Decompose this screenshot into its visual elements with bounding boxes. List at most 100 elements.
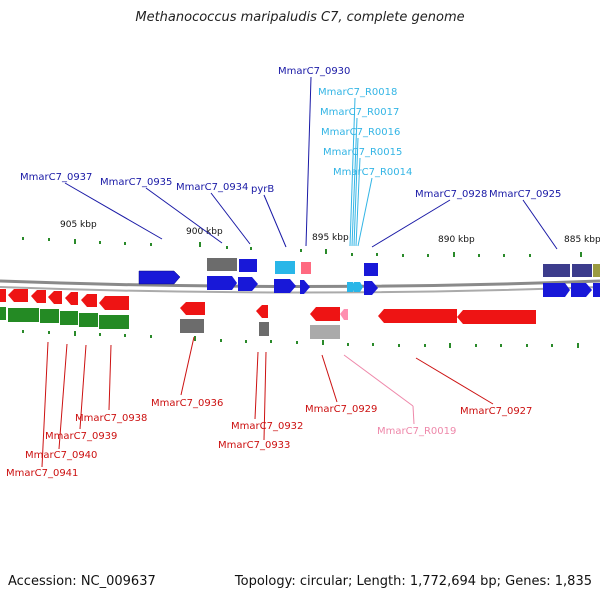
gene-label-mmarc7-0938[interactable]: MmarC7_0938 bbox=[75, 413, 147, 424]
tick bbox=[99, 241, 101, 244]
tick bbox=[250, 247, 252, 250]
tick bbox=[220, 339, 222, 342]
reverse-gene bbox=[180, 302, 205, 315]
reverse-label-group: MmarC7_0936 MmarC7_0938 MmarC7_0939 Mmar… bbox=[6, 398, 532, 479]
tick bbox=[478, 254, 480, 257]
green-gene bbox=[79, 313, 98, 327]
tick bbox=[372, 343, 374, 346]
gene-label-mmarc7-0933[interactable]: MmarC7_0933 bbox=[218, 440, 290, 451]
topology-text: Topology: circular; Length: 1,772,694 bp… bbox=[234, 574, 592, 589]
gene-label-mmarc7-0941[interactable]: MmarC7_0941 bbox=[6, 468, 78, 479]
tick bbox=[22, 330, 24, 333]
ticks-bottom bbox=[22, 330, 579, 348]
gene-label-mmarc7-0927[interactable]: MmarC7_0927 bbox=[460, 406, 532, 417]
leader-line bbox=[349, 97, 356, 247]
leader-line bbox=[145, 187, 223, 244]
gene-label-mmarc7-0934[interactable]: MmarC7_0934 bbox=[176, 182, 248, 193]
leader-line bbox=[412, 405, 415, 425]
reverse-gene bbox=[256, 305, 268, 318]
leader-line bbox=[254, 351, 259, 420]
leader-line bbox=[79, 344, 87, 430]
tick bbox=[99, 333, 101, 336]
gene-label-mmarc7-0937[interactable]: MmarC7_0937 bbox=[20, 172, 92, 183]
gray-gene bbox=[180, 319, 204, 333]
tick bbox=[427, 254, 429, 257]
lightgray-gene bbox=[310, 325, 340, 339]
forward-gene bbox=[300, 280, 310, 294]
tick bbox=[529, 254, 531, 257]
tick bbox=[322, 340, 324, 345]
tick bbox=[551, 344, 553, 347]
rna-gene bbox=[354, 282, 363, 292]
leader-line bbox=[58, 343, 68, 450]
reverse-gene bbox=[8, 289, 28, 302]
gene-label-pyrb[interactable]: pyrB bbox=[251, 184, 274, 195]
gene-label-mmarc7-r0015[interactable]: MmarC7_R0015 bbox=[323, 147, 402, 158]
gene-label-mmarc7-0928[interactable]: MmarC7_0928 bbox=[415, 189, 487, 200]
reverse-gene bbox=[457, 310, 536, 324]
tick bbox=[74, 331, 76, 336]
gene-label-mmarc7-r0017[interactable]: MmarC7_R0017 bbox=[320, 107, 399, 118]
scale-labels: 905 kbp 900 kbp 895 kbp 890 kbp 885 kbp bbox=[60, 220, 600, 245]
forward-genes bbox=[138, 258, 600, 297]
leader-line bbox=[355, 157, 361, 247]
rev-rna-gene bbox=[340, 309, 348, 320]
forward-leader-lines bbox=[64, 76, 558, 250]
rev-rna-leader-lines bbox=[343, 354, 415, 425]
tick bbox=[150, 243, 152, 246]
gene-label-mmarc7-r0018[interactable]: MmarC7_R0018 bbox=[318, 87, 397, 98]
reverse-leader-lines bbox=[41, 336, 494, 468]
gene-label-mmarc7-r0019[interactable]: MmarC7_R0019 bbox=[377, 426, 456, 437]
gene-label-mmarc7-r0016[interactable]: MmarC7_R0016 bbox=[321, 127, 400, 138]
leader-line bbox=[371, 199, 451, 248]
forward-label-group: MmarC7_0930 MmarC7_R0018 MmarC7_R0017 Mm… bbox=[20, 66, 561, 200]
green-gene bbox=[8, 308, 39, 322]
tick bbox=[48, 331, 50, 334]
gene-label-mmarc7-0936[interactable]: MmarC7_0936 bbox=[151, 398, 223, 409]
tick bbox=[376, 253, 378, 256]
forward-gene bbox=[364, 263, 378, 276]
scale-label-895: 895 kbp bbox=[312, 233, 349, 243]
gene-label-mmarc7-0939[interactable]: MmarC7_0939 bbox=[45, 431, 117, 442]
leader-line bbox=[321, 354, 338, 403]
green-gene bbox=[0, 307, 6, 320]
navy-gene bbox=[572, 264, 592, 277]
tick bbox=[199, 242, 201, 247]
gene-label-mmarc7-0930[interactable]: MmarC7_0930 bbox=[278, 66, 350, 77]
rna-leader-lines bbox=[349, 97, 373, 247]
reverse-gene bbox=[48, 291, 62, 304]
leader-line bbox=[415, 357, 494, 405]
forward-gene bbox=[571, 283, 592, 297]
reverse-gene bbox=[31, 290, 46, 303]
green-gene bbox=[60, 311, 78, 325]
forward-gene bbox=[364, 281, 378, 295]
leader-line bbox=[210, 192, 251, 245]
leader-line bbox=[64, 182, 163, 240]
gray-gene bbox=[207, 258, 237, 271]
gene-label-mmarc7-0925[interactable]: MmarC7_0925 bbox=[489, 189, 561, 200]
gene-label-mmarc7-0935[interactable]: MmarC7_0935 bbox=[100, 177, 172, 188]
leader-line bbox=[522, 199, 558, 250]
gene-label-mmarc7-0929[interactable]: MmarC7_0929 bbox=[305, 404, 377, 415]
tick bbox=[500, 344, 502, 347]
gene-label-mmarc7-0932[interactable]: MmarC7_0932 bbox=[231, 421, 303, 432]
forward-gene bbox=[207, 276, 237, 290]
tick bbox=[226, 246, 228, 249]
cyan-gene bbox=[275, 261, 295, 274]
forward-gene bbox=[274, 279, 296, 293]
scale-label-905: 905 kbp bbox=[60, 220, 97, 230]
green-gene bbox=[99, 315, 129, 329]
forward-gene bbox=[543, 283, 570, 297]
map-title: Methanococcus maripaludis C7, complete g… bbox=[135, 10, 465, 25]
gene-label-mmarc7-r0014[interactable]: MmarC7_R0014 bbox=[333, 167, 412, 178]
navy-gene bbox=[543, 264, 570, 277]
pink-gene bbox=[301, 262, 311, 274]
gene-label-mmarc7-0940[interactable]: MmarC7_0940 bbox=[25, 450, 97, 461]
tick bbox=[424, 344, 426, 347]
forward-gene bbox=[593, 283, 600, 297]
reverse-gene bbox=[378, 309, 457, 323]
leader-line bbox=[263, 351, 267, 441]
tick bbox=[475, 344, 477, 347]
tick bbox=[270, 340, 272, 343]
